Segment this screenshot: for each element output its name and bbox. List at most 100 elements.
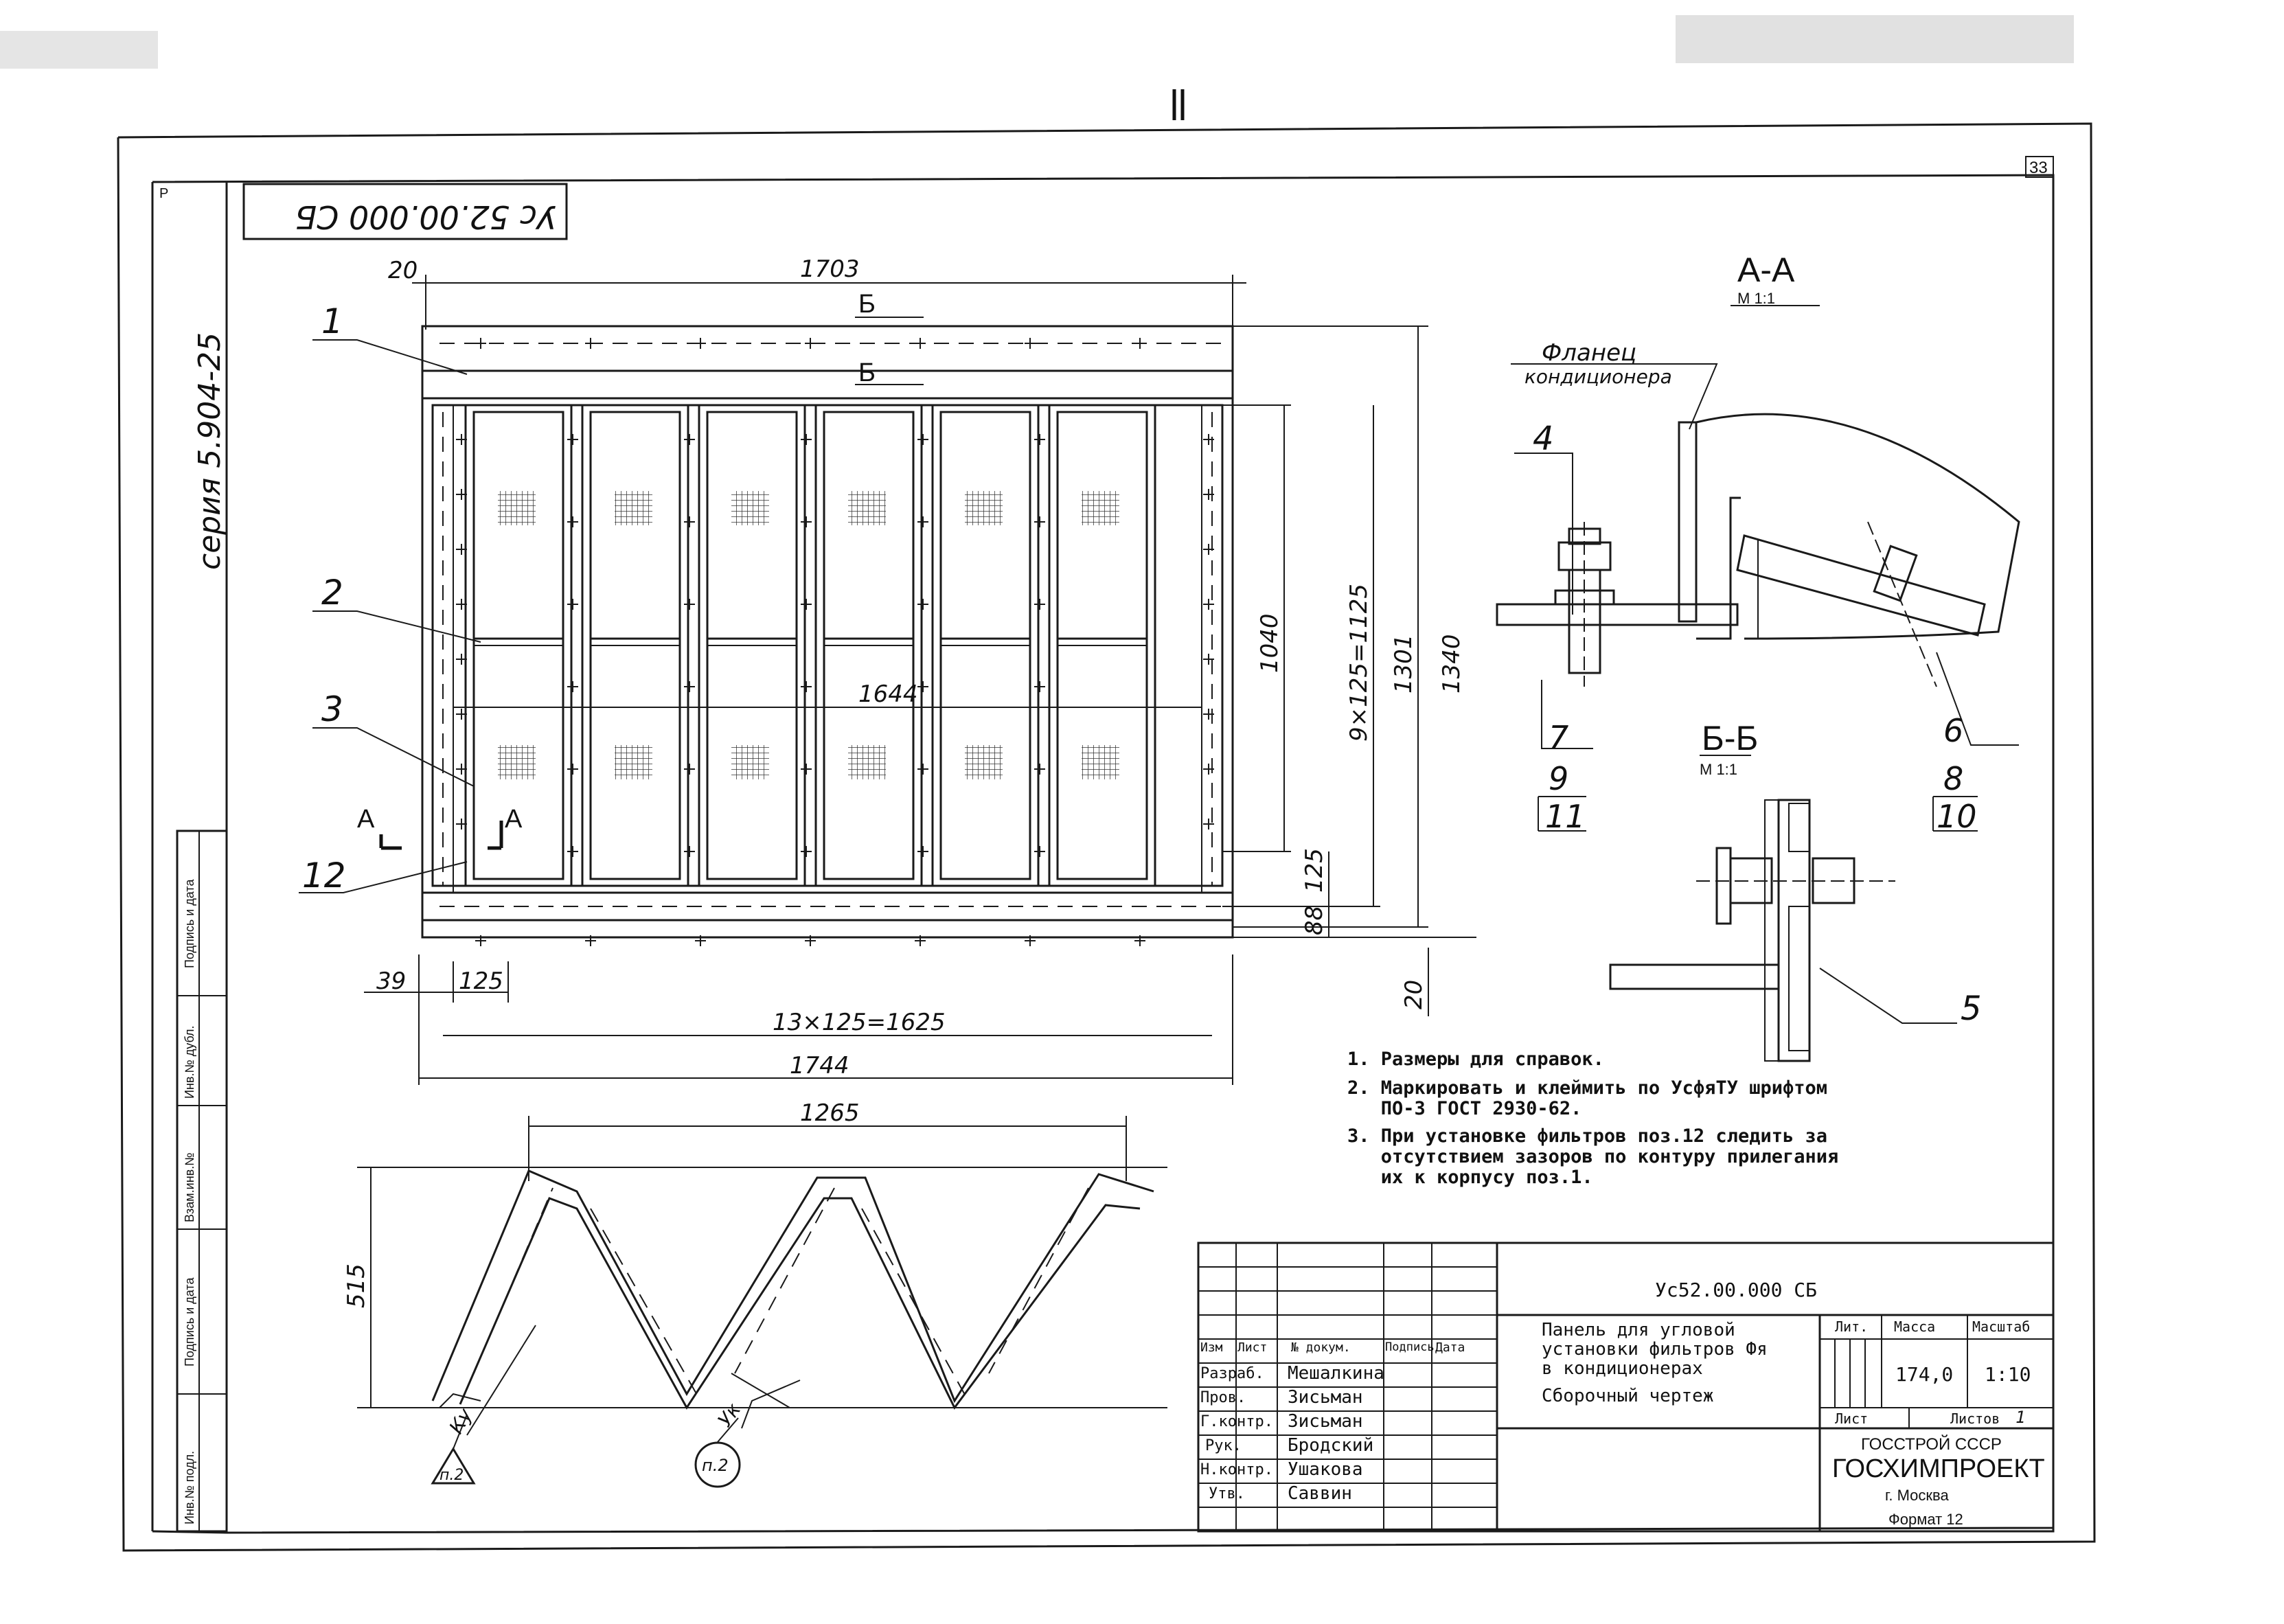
title-doc-type: Сборочный чертеж — [1542, 1386, 1714, 1406]
cassette-frame — [814, 404, 923, 887]
dim-top-20: 20 — [388, 257, 418, 284]
dim-13x125: 13×125=1625 — [773, 1009, 946, 1036]
dim-1644: 1644 — [858, 681, 918, 708]
scan-noise — [0, 15, 2074, 120]
cassette-frame — [931, 404, 1040, 887]
dim-515: 515 — [343, 1263, 370, 1308]
bb-position-5: 5 — [1961, 990, 1982, 1028]
stamp-cell-5: Инв.№ подл. — [183, 1451, 196, 1524]
note-2: 2. Маркировать и клеймить по УсфяТУ шриф… — [1347, 1077, 1827, 1119]
title-name-line-3: в кондиционерах — [1542, 1358, 1703, 1379]
cassette-frame — [1048, 404, 1156, 887]
section-mark-a-right: А — [505, 805, 523, 834]
name-2: Зисьман — [1288, 1387, 1363, 1408]
title-block-grid — [1197, 1242, 2055, 1533]
corner-mark: Р — [159, 186, 168, 201]
section-bb-drawing — [1609, 755, 1957, 1062]
mass-value: 174,0 — [1895, 1363, 1954, 1386]
dim-1744: 1744 — [790, 1052, 849, 1079]
mesh-hatch — [498, 745, 536, 779]
dim-bottom-88: 88 — [1301, 906, 1328, 935]
section-mark-b-top: Б — [858, 290, 876, 319]
header-col-sign: Подпись — [1385, 1340, 1435, 1354]
title-name-line-1: Панель для угловой — [1542, 1320, 1735, 1340]
role-2: Пров. — [1200, 1389, 1246, 1406]
mesh-hatch — [731, 491, 769, 525]
callout-p2-circle: п.2 — [702, 1456, 729, 1475]
position-1: 1 — [321, 301, 343, 341]
position-2: 2 — [321, 573, 343, 613]
name-5: Ушакова — [1288, 1459, 1363, 1480]
aa-position-8: 8 — [1943, 760, 1963, 797]
weld-mark-uk: Ук — [713, 1399, 746, 1431]
aa-position-10: 10 — [1937, 798, 1977, 835]
role-4: Рук. — [1205, 1437, 1242, 1454]
header-col-izm: Изм — [1200, 1340, 1223, 1355]
callout-p2-triangle: п.2 — [439, 1467, 464, 1484]
dim-1340: 1340 — [1438, 634, 1465, 694]
mesh-hatch — [965, 491, 1003, 525]
col-mass: Масса — [1894, 1318, 1936, 1335]
bottom-view — [357, 1116, 1167, 1488]
section-mark-a-left: А — [357, 805, 375, 834]
mesh-hatch — [731, 745, 769, 779]
section-aa-scale: М 1:1 — [1737, 290, 1775, 307]
role-1: Разраб. — [1200, 1365, 1264, 1382]
dim-9x125: 9×125=1125 — [1345, 584, 1373, 742]
sheet-label: Лист — [1835, 1410, 1869, 1427]
name-3: Зисьман — [1288, 1411, 1363, 1432]
mesh-hatch — [1082, 745, 1119, 779]
weld-mark-ku: Ку — [444, 1404, 477, 1437]
sheets-label: Листов — [1950, 1410, 2000, 1427]
aa-position-6: 6 — [1943, 712, 1963, 749]
name-1: Мешалкина — [1288, 1363, 1384, 1384]
dim-1265: 1265 — [800, 1099, 860, 1127]
section-mark-b-top2: Б — [858, 358, 876, 387]
sheet-number: 33 — [2029, 159, 2048, 177]
col-scale: Масштаб — [1972, 1318, 2031, 1335]
cassette-frame — [581, 404, 689, 887]
mesh-hatch — [965, 745, 1003, 779]
aa-position-9: 9 — [1549, 760, 1568, 797]
cassette-frame — [464, 404, 573, 887]
header-col-list: Лист — [1237, 1340, 1268, 1355]
flange-label-2: кондиционера — [1524, 365, 1672, 388]
dim-left-39: 39 — [376, 968, 406, 995]
section-bb-title: Б-Б — [1702, 719, 1758, 757]
aa-position-4: 4 — [1533, 420, 1554, 458]
dim-left-125: 125 — [459, 968, 503, 995]
stamp-cell-1: Подпись и дата — [183, 879, 196, 968]
dim-1703: 1703 — [800, 255, 860, 283]
cassette-frame — [698, 404, 806, 887]
dim-bottom-125: 125 — [1301, 848, 1328, 893]
scale-value: 1:10 — [1985, 1363, 2031, 1386]
aa-position-11: 11 — [1545, 798, 1586, 835]
dim-1040: 1040 — [1256, 613, 1283, 673]
position-12: 12 — [302, 856, 346, 895]
role-5: Н.контр. — [1200, 1461, 1273, 1478]
stamp-cell-2: Инв.№ дубл. — [183, 1026, 196, 1099]
org-city: г. Москва — [1885, 1487, 1949, 1504]
header-col-doc: № докум. — [1291, 1340, 1351, 1355]
org-line-1: ГОССТРОЙ СССР — [1861, 1435, 2002, 1454]
title-document-code: Ус52.00.000 СБ — [1655, 1279, 1818, 1301]
mesh-hatch — [615, 745, 652, 779]
header-col-date: Дата — [1435, 1340, 1465, 1355]
section-aa-title: А-А — [1737, 251, 1795, 289]
note-3: 3. При установке фильтров поз.12 следить… — [1347, 1125, 1839, 1188]
filter-cassettes — [456, 338, 1214, 946]
col-lit: Лит. — [1835, 1318, 1869, 1335]
org-line-2: ГОСХИМПРОЕКТ — [1832, 1454, 2045, 1483]
aa-position-7: 7 — [1549, 719, 1568, 756]
stamp-cell-4: Подпись и дата — [183, 1277, 196, 1366]
stamp-cell-3: Взам.инв.№ — [183, 1152, 196, 1222]
name-6: Саввин — [1288, 1483, 1352, 1504]
title-name-line-2: установки фильтров Фя — [1542, 1339, 1768, 1360]
dim-1301: 1301 — [1390, 634, 1417, 694]
note-1: 1. Размеры для справок. — [1347, 1049, 1604, 1070]
mesh-hatch — [848, 745, 886, 779]
section-aa-drawing — [1496, 305, 2020, 832]
flange-label-1: Фланец — [1542, 339, 1636, 367]
sheets-value: 1 — [2015, 1408, 2026, 1427]
